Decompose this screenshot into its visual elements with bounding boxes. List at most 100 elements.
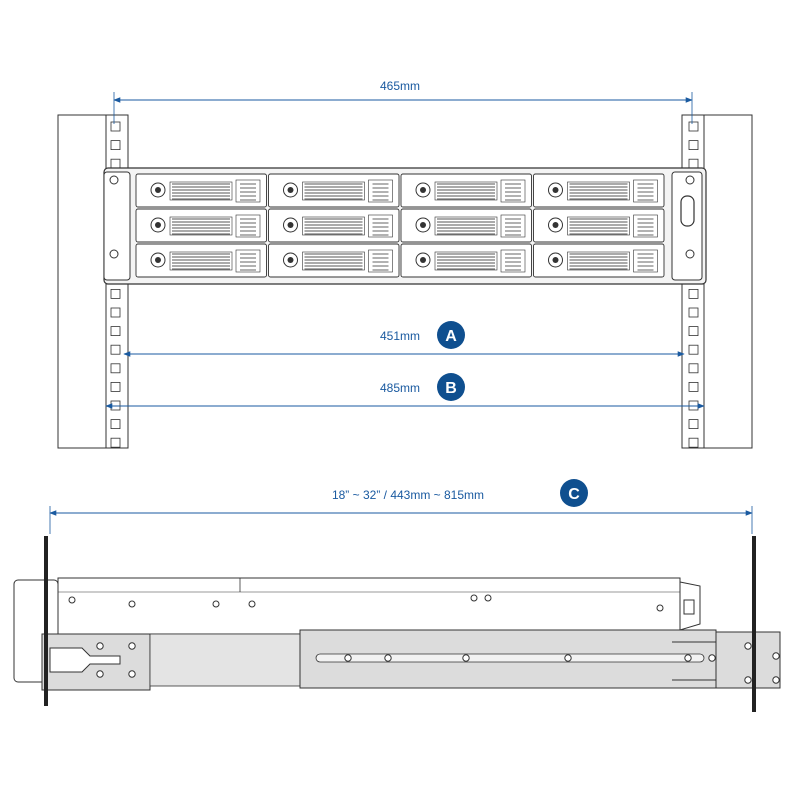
- rail-hole-icon: [96, 642, 104, 650]
- rail-hole-icon: [772, 676, 780, 684]
- rack-width-dimension: 465mm: [113, 79, 693, 124]
- chassis-screw-icon: [212, 600, 220, 608]
- tray-lock-keyhole-icon: [420, 257, 426, 263]
- rear-rack-post: [752, 536, 756, 712]
- tray-handle: [235, 214, 261, 238]
- rack-hole: [110, 140, 121, 151]
- rack-hole: [110, 121, 121, 132]
- tray-handle: [368, 179, 393, 203]
- front-latch-icon: [49, 647, 121, 673]
- tray-vent: [434, 251, 498, 271]
- chassis-screws: [68, 594, 664, 612]
- badge-b-letter: B: [445, 380, 457, 397]
- tray-vent: [567, 251, 630, 271]
- rail-hole-icon: [708, 654, 716, 662]
- left-ear-screw-icon: [109, 175, 119, 185]
- rack-hole: [110, 326, 121, 337]
- inner-width-dimension: 451mm A: [123, 321, 685, 357]
- drive-bay: [400, 173, 532, 208]
- tray-lock-keyhole-icon: [552, 187, 559, 193]
- rail-hole-icon: [564, 654, 572, 662]
- rack-hole: [110, 344, 121, 355]
- badge-a-letter: A: [445, 328, 457, 345]
- rail-holes: [96, 642, 780, 684]
- chassis-screw-icon: [68, 596, 76, 604]
- tray-vent: [434, 216, 498, 236]
- tray-vent: [567, 216, 630, 236]
- badge-a: [437, 321, 465, 349]
- rack-hole: [688, 158, 699, 169]
- tray-handle: [500, 179, 526, 203]
- rack-hole: [110, 363, 121, 374]
- drive-bay: [135, 173, 267, 208]
- tray-handle: [235, 179, 261, 203]
- rear-latch-icon: [683, 599, 695, 615]
- rack-hole: [688, 326, 699, 337]
- drive-bay: [268, 173, 400, 208]
- chassis-side: [57, 577, 681, 635]
- rack-hole: [688, 381, 699, 392]
- rack-hole: [110, 419, 121, 430]
- power-button-icon: [680, 195, 695, 227]
- rail-hole-icon: [462, 654, 470, 662]
- drive-bay-grid: [135, 173, 665, 278]
- tray-vent: [302, 216, 365, 236]
- rail-length-label: 18” ~ 32” / 443mm ~ 815mm: [332, 488, 484, 502]
- drive-bay: [135, 208, 267, 243]
- rack-hole: [688, 437, 699, 448]
- rack-hole: [110, 288, 121, 299]
- drive-bay: [268, 208, 400, 243]
- front-view: [57, 114, 753, 449]
- rail-hole-icon: [128, 642, 136, 650]
- rail-hole-icon: [744, 676, 752, 684]
- rack-hole: [110, 307, 121, 318]
- rail-slot: [315, 653, 705, 663]
- drive-bay: [533, 243, 665, 278]
- drive-bay: [135, 243, 267, 278]
- chassis-screw-icon: [470, 594, 478, 602]
- rack-hole: [688, 344, 699, 355]
- chassis-screw-icon: [248, 600, 256, 608]
- badge-c: [560, 479, 588, 507]
- tray-handle: [500, 249, 526, 273]
- tray-handle: [500, 214, 526, 238]
- rack-hole: [688, 121, 699, 132]
- rack-hole: [110, 381, 121, 392]
- drive-bay: [268, 243, 400, 278]
- rail-hole-icon: [744, 642, 752, 650]
- tray-vent: [302, 251, 365, 271]
- rack-hole: [688, 307, 699, 318]
- rail-hole-icon: [684, 654, 692, 662]
- tray-lock-keyhole-icon: [155, 222, 161, 228]
- tray-lock-keyhole-icon: [287, 222, 294, 228]
- chassis-screw-icon: [484, 594, 492, 602]
- rail-hole-icon: [96, 670, 104, 678]
- tray-lock-keyhole-icon: [420, 187, 426, 193]
- tray-vent: [567, 181, 630, 201]
- tray-lock-keyhole-icon: [552, 222, 559, 228]
- tray-lock-keyhole-icon: [420, 222, 426, 228]
- tray-vent: [302, 181, 365, 201]
- rack-hole: [110, 158, 121, 169]
- left-ear: [103, 171, 131, 281]
- rack-hole: [110, 437, 121, 448]
- drive-bay: [533, 208, 665, 243]
- drive-bay: [400, 208, 532, 243]
- tray-handle: [633, 214, 658, 238]
- tray-vent: [169, 216, 233, 236]
- right-ear-screw-icon: [685, 249, 695, 259]
- rail-length-dimension: 18” ~ 32” / 443mm ~ 815mm C: [49, 479, 753, 534]
- rail-hole-icon: [128, 670, 136, 678]
- tray-handle: [633, 249, 658, 273]
- badge-b: [437, 373, 465, 401]
- tray-handle: [235, 249, 261, 273]
- front-rack-post: [44, 536, 48, 706]
- tray-lock-keyhole-icon: [287, 187, 294, 193]
- tray-vent: [169, 251, 233, 271]
- rack-width-label: 465mm: [380, 79, 420, 93]
- rear-latch-spring-icon: [672, 641, 717, 681]
- tray-vent: [434, 181, 498, 201]
- tray-lock-keyhole-icon: [155, 257, 161, 263]
- drive-bay: [533, 173, 665, 208]
